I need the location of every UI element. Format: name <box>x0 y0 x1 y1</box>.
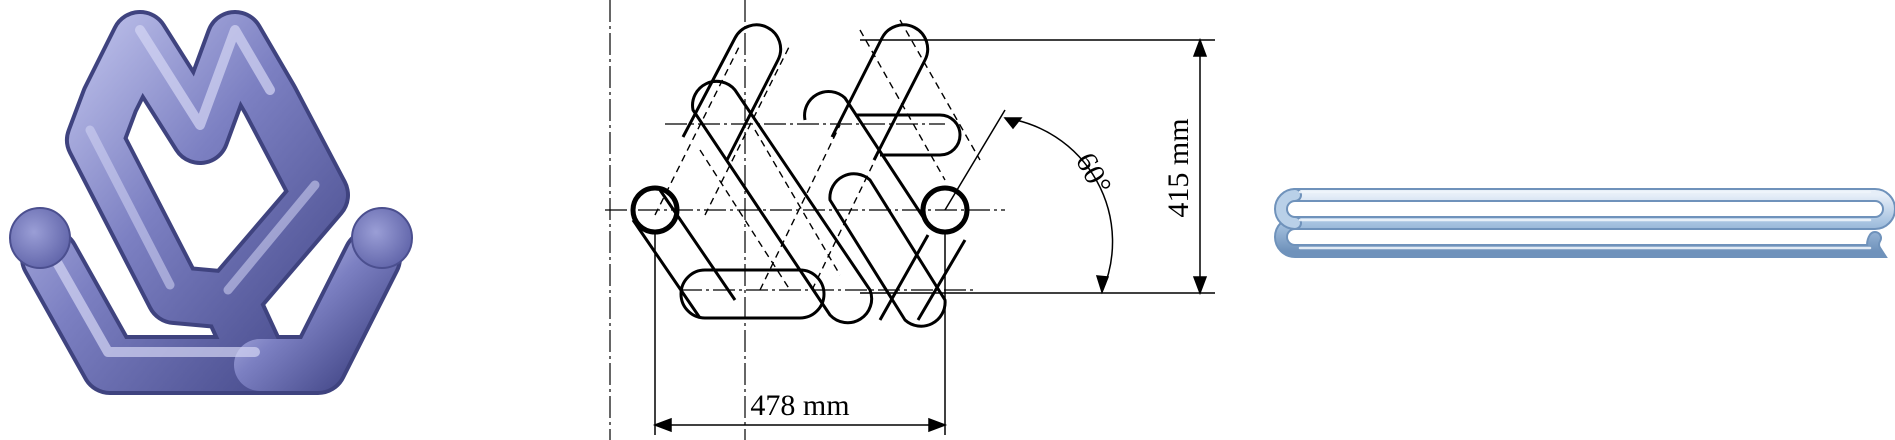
tube-end-right <box>351 207 413 269</box>
tube-body-3d <box>20 10 402 395</box>
angle-dimension <box>944 109 1114 295</box>
center-lines <box>605 0 1005 440</box>
height-dimension-label: 415 mm <box>1162 118 1195 217</box>
hidden-lines <box>654 19 981 291</box>
dimensioned-front-view: 415 mm 478 mm 60° <box>605 0 1215 440</box>
width-dimension-label: 478 mm <box>750 389 849 422</box>
tube-end-left <box>9 207 71 269</box>
side-view <box>1274 188 1895 258</box>
width-dimension <box>652 232 948 435</box>
height-dimension <box>860 37 1215 296</box>
tube-outlines[interactable] <box>631 23 967 328</box>
side-tube-outline <box>1274 188 1895 258</box>
perspective-3d-view <box>9 10 413 395</box>
angle-label: 60° <box>1069 147 1118 200</box>
